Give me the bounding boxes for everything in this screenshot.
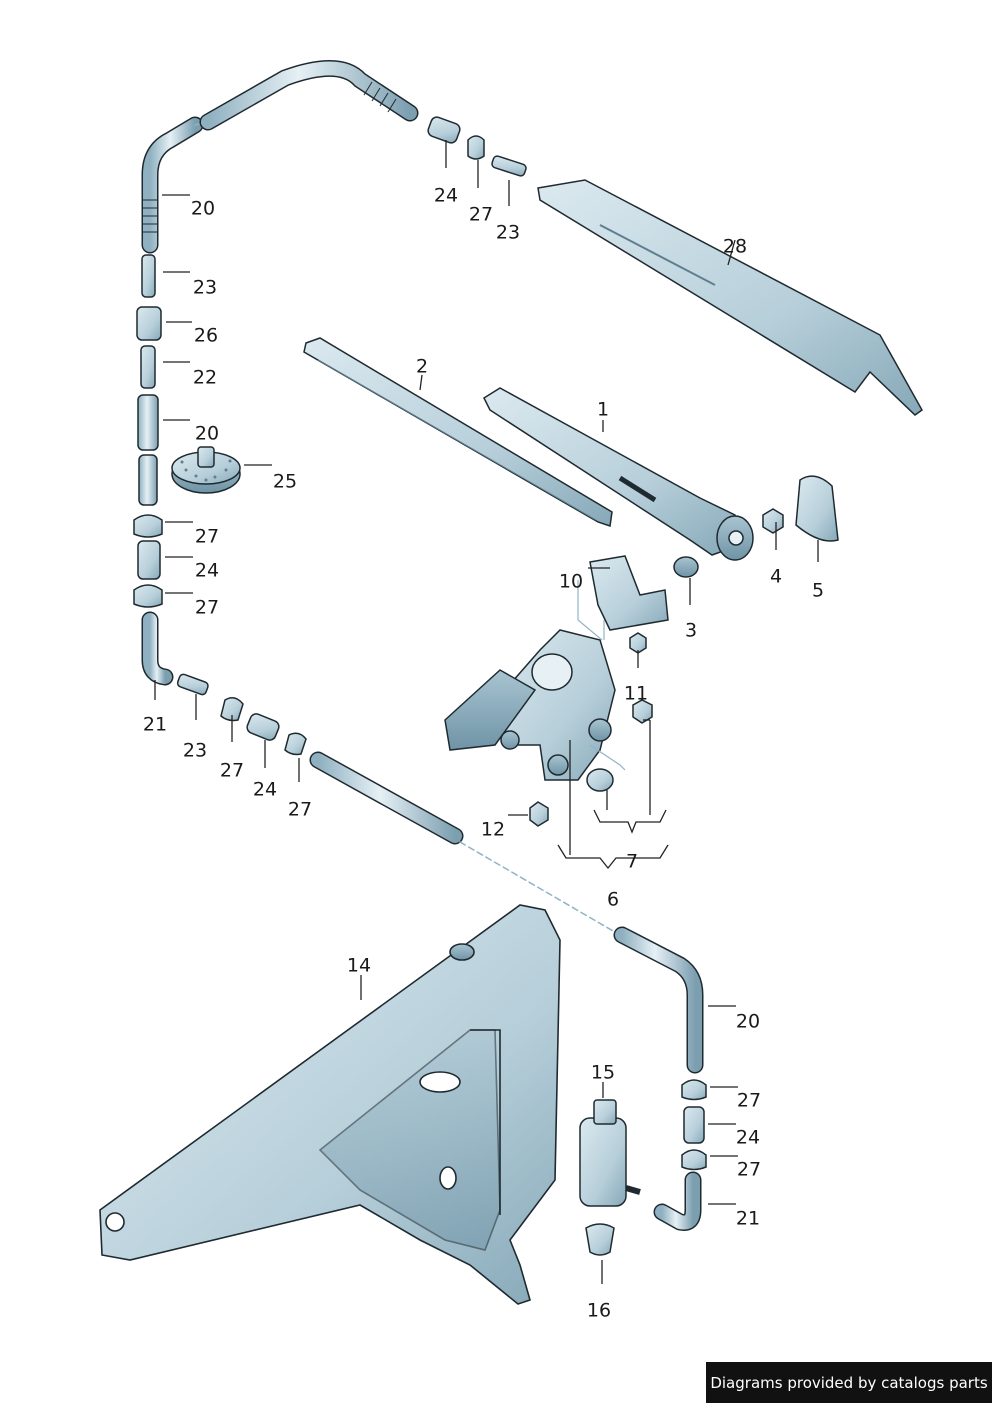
upper-hose-ribs: [143, 81, 397, 233]
left-column-fittings: [133, 254, 174, 686]
callout-10: 10: [558, 570, 584, 593]
credit-banner: Diagrams provided by catalogs parts: [706, 1362, 992, 1403]
callout-27: 27: [736, 1158, 762, 1181]
callout-22: 22: [192, 366, 218, 389]
callout-27: 27: [194, 525, 220, 548]
callout-27: 27: [287, 798, 313, 821]
callout-1: 1: [596, 398, 610, 421]
callout-21: 21: [142, 713, 168, 736]
cap-and-nut: [673, 475, 839, 578]
callout-23: 23: [192, 276, 218, 299]
callout-6: 6: [606, 888, 620, 911]
callout-24: 24: [252, 778, 278, 801]
long-hose-6: [309, 751, 704, 1074]
wiper-blade: [303, 337, 613, 527]
top-fittings: [427, 116, 527, 177]
callout-3: 3: [684, 619, 698, 642]
washer-pump: [579, 1099, 641, 1256]
callout-20: 20: [194, 422, 220, 445]
callout-26: 26: [193, 324, 219, 347]
callout-25: 25: [272, 470, 298, 493]
lower-right-fittings: [653, 1079, 707, 1231]
callout-23: 23: [182, 739, 208, 762]
callout-15: 15: [590, 1061, 616, 1084]
callout-27: 27: [468, 203, 494, 226]
callout-24: 24: [194, 559, 220, 582]
callout-11: 11: [623, 682, 649, 705]
wiper-arm: [483, 387, 754, 561]
motor-guide-lines: [577, 580, 626, 771]
callout-27: 27: [194, 596, 220, 619]
callout-23: 23: [495, 221, 521, 244]
callout-20: 20: [190, 197, 216, 220]
callout-5: 5: [811, 579, 825, 602]
callout-12: 12: [480, 818, 506, 841]
callout-20: 20: [735, 1010, 761, 1033]
middle-hose-run: [176, 673, 307, 756]
callout-24: 24: [735, 1126, 761, 1149]
credit-text: Diagrams provided by catalogs parts: [710, 1373, 988, 1392]
callout-16: 16: [586, 1299, 612, 1322]
nozzle-part: [171, 446, 241, 494]
callout-28: 28: [722, 235, 748, 258]
wiper-motor: [444, 555, 669, 827]
callout-27: 27: [736, 1089, 762, 1112]
callout-7: 7: [625, 850, 639, 873]
callout-2: 2: [415, 355, 429, 378]
leader-lines: [154, 140, 819, 1284]
callout-4: 4: [769, 565, 783, 588]
callout-27: 27: [219, 759, 245, 782]
callout-24: 24: [433, 184, 459, 207]
spoiler-cover: [537, 179, 923, 416]
washer-reservoir: [99, 904, 561, 1305]
callout-14: 14: [346, 954, 372, 977]
callout-21: 21: [735, 1207, 761, 1230]
upper-hose-line: [141, 60, 419, 254]
